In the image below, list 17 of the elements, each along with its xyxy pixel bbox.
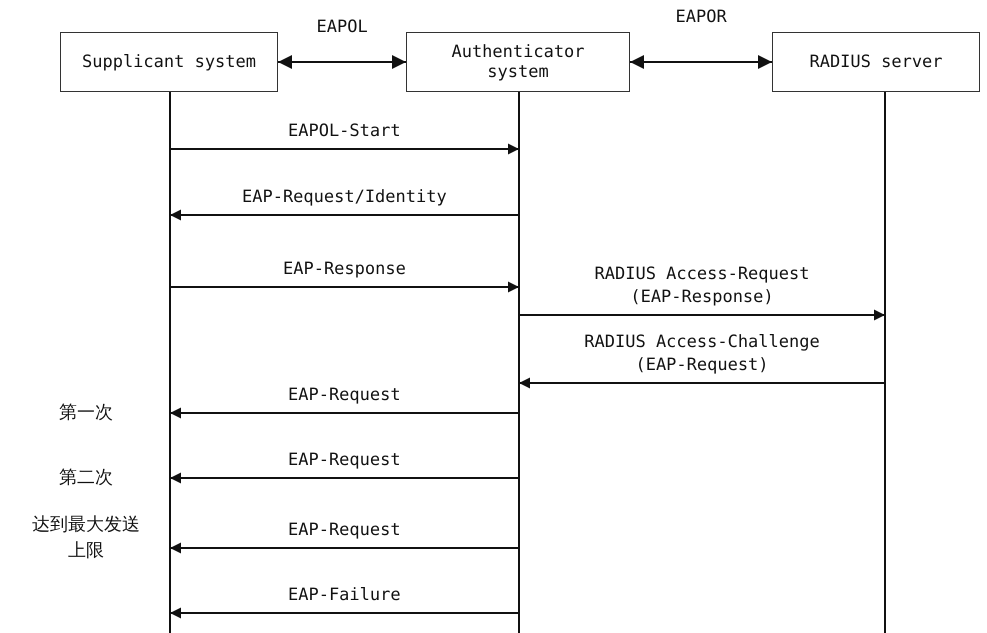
arrow xyxy=(630,55,772,69)
arrow xyxy=(170,282,519,292)
arrow xyxy=(170,608,519,618)
arrow xyxy=(170,542,519,554)
arrow xyxy=(170,144,519,154)
note-text: 达到最大发送上限 xyxy=(31,513,141,563)
arrow xyxy=(170,472,519,484)
note-text: 第二次 xyxy=(58,466,114,490)
participant-name: RADIUS server xyxy=(809,52,943,72)
note-text: 第一次 xyxy=(58,401,114,425)
arrow xyxy=(519,378,885,388)
participant-name: Supplicant system xyxy=(82,52,256,72)
participant-name: Authenticator system xyxy=(450,42,586,82)
arrow xyxy=(519,310,885,320)
arrow xyxy=(170,408,519,418)
arrow xyxy=(278,55,406,69)
arrow xyxy=(170,210,519,220)
